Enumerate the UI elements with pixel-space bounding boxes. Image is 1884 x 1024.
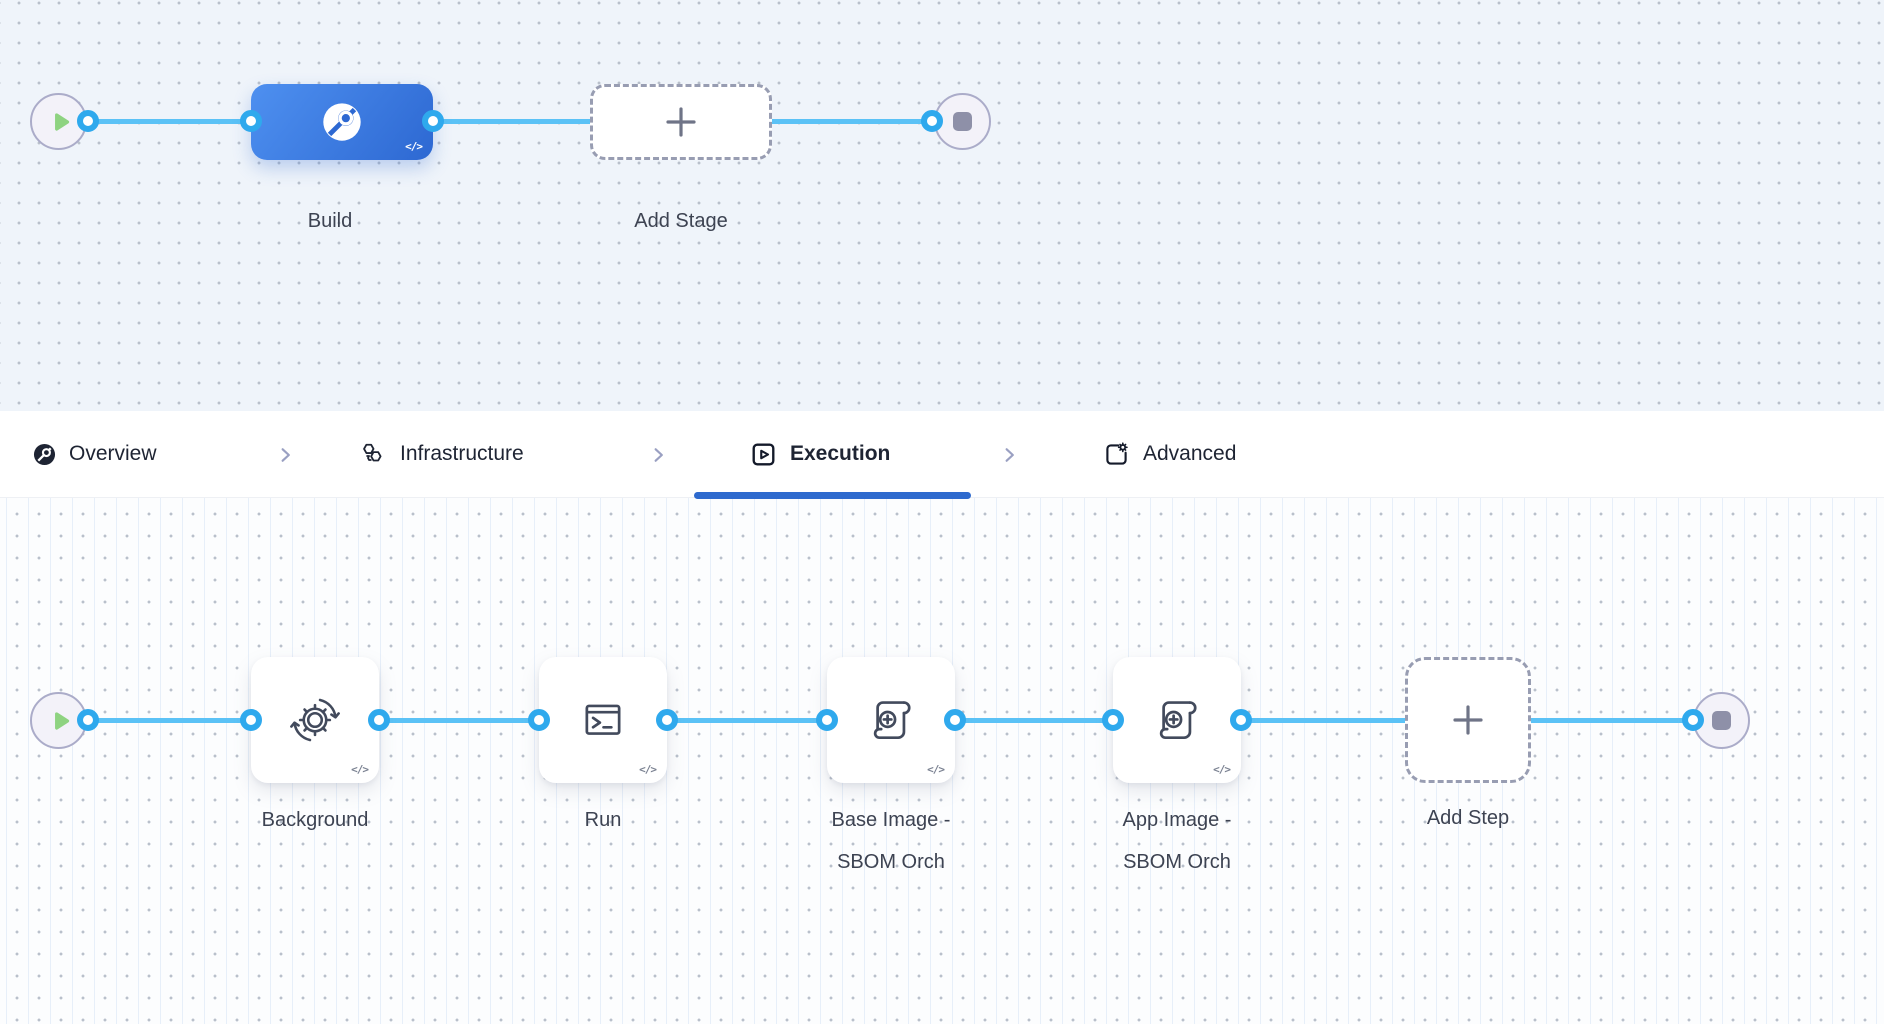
- hexagon-cluster-icon: [363, 443, 382, 461]
- connector-port[interactable]: [1682, 709, 1704, 731]
- step-label-app-image: App Image - SBOM Orch: [1122, 809, 1232, 873]
- stop-icon: [1712, 711, 1731, 730]
- tab-overview[interactable]: Overview: [33, 411, 157, 497]
- gear-square-icon: [1106, 441, 1128, 465]
- chevron-right-icon: [281, 448, 290, 462]
- stage-config-tabbar: Overview Infrastructure Execution: [0, 411, 1884, 499]
- connector-port[interactable]: [240, 110, 262, 132]
- tab-infrastructure[interactable]: Infrastructure: [360, 411, 524, 497]
- gear-sync-icon: [290, 698, 340, 742]
- terminal-icon: [585, 704, 621, 735]
- code-badge[interactable]: </>: [639, 763, 657, 776]
- active-tab-underline: [694, 492, 971, 499]
- connector-port[interactable]: [1102, 709, 1124, 731]
- tab-advanced[interactable]: Advanced: [1103, 411, 1236, 497]
- ci-build-icon: [323, 103, 361, 141]
- step-label-background: Background: [261, 809, 369, 831]
- code-badge[interactable]: </>: [405, 140, 423, 153]
- play-icon: [54, 711, 69, 730]
- connector-line: [88, 119, 932, 124]
- code-badge[interactable]: </>: [351, 763, 369, 776]
- connector-port[interactable]: [816, 709, 838, 731]
- connector-port[interactable]: [368, 709, 390, 731]
- code-badge[interactable]: </>: [927, 763, 945, 776]
- connector-port[interactable]: [656, 709, 678, 731]
- add-stage-button[interactable]: [590, 84, 772, 160]
- step-node-base-image-sbom[interactable]: </>: [827, 657, 955, 783]
- add-stage-label: Add Stage: [634, 210, 728, 232]
- scroll-plus-icon: [873, 701, 911, 740]
- execution-step-canvas[interactable]: </> </> </> </>: [0, 497, 1884, 1024]
- play-icon: [54, 112, 69, 131]
- code-badge[interactable]: </>: [1213, 763, 1231, 776]
- chevron-right-icon: [654, 448, 663, 462]
- tab-execution[interactable]: Execution: [750, 411, 890, 497]
- add-step-button[interactable]: [1405, 657, 1531, 783]
- connector-port[interactable]: [944, 709, 966, 731]
- connector-port[interactable]: [77, 110, 99, 132]
- stage-label-build: Build: [307, 210, 353, 232]
- connector-port[interactable]: [422, 110, 444, 132]
- stage-canvas[interactable]: </> Build Add Stage: [0, 0, 1884, 412]
- stage-node-build[interactable]: </>: [251, 84, 433, 160]
- connector-port[interactable]: [528, 709, 550, 731]
- step-node-app-image-sbom[interactable]: </>: [1113, 657, 1241, 783]
- tab-label: Infrastructure: [400, 442, 524, 465]
- step-node-background[interactable]: </>: [251, 657, 379, 783]
- tab-label: Overview: [69, 442, 157, 465]
- step-label-run: Run: [584, 809, 622, 831]
- stop-icon: [953, 112, 972, 131]
- tab-label: Advanced: [1143, 442, 1237, 465]
- add-step-label: Add Step: [1426, 807, 1510, 829]
- connector-port[interactable]: [1230, 709, 1252, 731]
- connector-port[interactable]: [921, 110, 943, 132]
- connector-port[interactable]: [77, 709, 99, 731]
- step-label-base-image: Base Image - SBOM Orch: [831, 809, 951, 873]
- plus-icon: [666, 107, 696, 137]
- plus-icon: [1453, 705, 1483, 735]
- scroll-plus-icon: [1159, 701, 1197, 740]
- pipeline-overview-icon: [33, 443, 56, 465]
- play-square-icon: [752, 443, 775, 465]
- chevron-right-icon: [1005, 448, 1014, 462]
- connector-port[interactable]: [240, 709, 262, 731]
- tab-label: Execution: [790, 442, 891, 465]
- step-node-run[interactable]: </>: [539, 657, 667, 783]
